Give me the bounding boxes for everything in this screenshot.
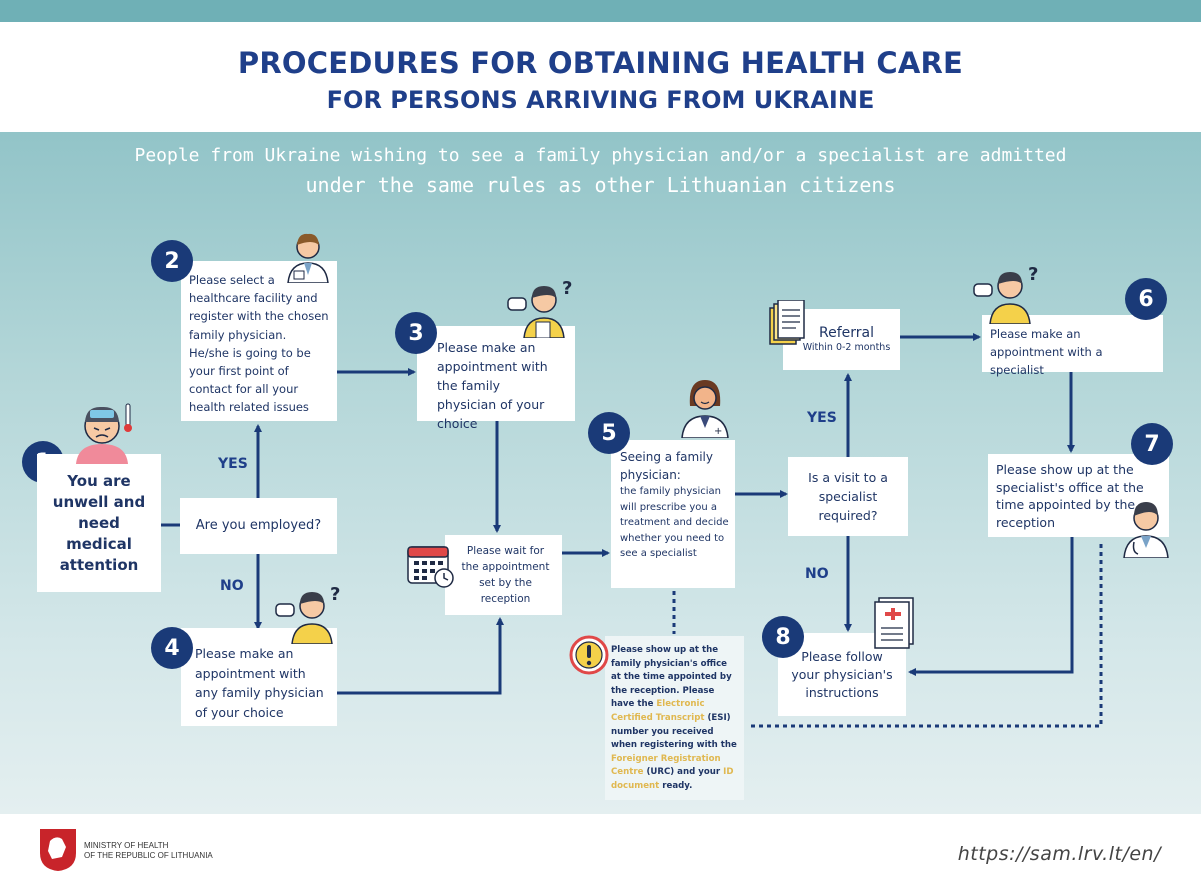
step-2-box: Please select a healthcare facility and …	[181, 261, 337, 421]
note-highlight-id: ID document	[611, 767, 734, 791]
step-2-text: Please select a healthcare facility and …	[189, 273, 329, 415]
page-title: PROCEDURES FOR OBTAINING HEALTH CARE	[237, 46, 964, 80]
step-7-number: 7	[1131, 423, 1173, 465]
note-part-4: ready.	[662, 780, 693, 791]
decision-employed: Are you employed?	[180, 498, 337, 554]
svg-text:?: ?	[330, 584, 340, 605]
step-5-box: Seeing a family physician: the family ph…	[611, 440, 735, 588]
step-1-box: You are unwell and need medical attentio…	[37, 454, 161, 592]
note-part-2: (ESI) number you received when registeri…	[611, 712, 737, 751]
svg-text:+: +	[714, 426, 722, 437]
note-part-3: (URC) and your	[646, 767, 721, 778]
step-5-number: 5	[588, 412, 630, 454]
step-5-title: Seeing a family physician:	[620, 450, 713, 482]
warning-icon	[569, 635, 609, 675]
step-6-box: Please make an appointment with a specia…	[982, 315, 1163, 377]
label-yes-specialist: YES	[807, 410, 837, 426]
svg-text:?: ?	[562, 278, 572, 299]
page-subtitle: FOR PERSONS ARRIVING FROM UKRAINE	[326, 86, 875, 114]
step-6-number: 6	[1125, 278, 1167, 320]
calendar-clock-icon	[407, 546, 454, 588]
wait-text: Please wait for the appointment set by t…	[461, 545, 550, 605]
prescription-icon	[874, 597, 914, 649]
note-part-1: Please show up at the family physician's…	[611, 645, 732, 710]
step-4-text: Please make an appointment with any fami…	[195, 646, 324, 720]
sick-person-icon	[76, 403, 132, 464]
doctor-icon	[287, 233, 329, 283]
step-8-text: Please follow your physician's instructi…	[791, 648, 893, 700]
note-highlight-urc: Foreigner Registration Centre	[611, 753, 721, 778]
intro-line-2: under the same rules as other Lithuanian…	[305, 173, 896, 197]
ministry-line-1: MINISTRY OF HEALTH	[84, 841, 169, 850]
note-box: Please show up at the family physician's…	[605, 636, 744, 800]
decision-specialist: Is a visit to a specialist required?	[788, 457, 908, 536]
svg-text:?: ?	[1028, 264, 1038, 285]
website-link[interactable]: https://sam.lrv.lt/en/	[957, 843, 1161, 865]
male-doctor-icon	[1123, 502, 1169, 558]
label-yes-employed: YES	[218, 456, 248, 472]
label-no-employed: NO	[220, 578, 244, 594]
referral-subtitle: Within 0-2 months	[802, 342, 891, 353]
referral-title: Referral	[819, 325, 874, 341]
thinking-person-icon-2: ?	[275, 584, 340, 644]
step-6-text: Please make an appointment with a specia…	[990, 327, 1103, 377]
step-5-text: the family physician will prescribe you …	[620, 486, 729, 559]
step-2-number: 2	[151, 240, 193, 282]
footer	[0, 814, 1201, 886]
step-1-text: You are unwell and need medical attentio…	[52, 471, 146, 574]
step-4-number: 4	[151, 627, 193, 669]
step-7-text: Please show up at the specialist's offic…	[996, 462, 1144, 530]
header: PROCEDURES FOR OBTAINING HEALTH CARE FOR…	[0, 22, 1201, 132]
step-4-box: Please make an appointment with any fami…	[181, 628, 337, 726]
step-3-box: Please make an appointment with the fami…	[417, 326, 575, 431]
top-bar	[0, 0, 1201, 22]
note-highlight-esi: Electronic Certified Transcript	[611, 699, 705, 723]
wait-box: Please wait for the appointment set by t…	[445, 535, 562, 615]
decision-specialist-text: Is a visit to a specialist required?	[808, 470, 888, 523]
thinking-person-icon: ?	[507, 278, 572, 338]
decision-employed-text: Are you employed?	[195, 518, 322, 533]
label-no-specialist: NO	[805, 566, 829, 582]
step-8-number: 8	[762, 616, 804, 658]
ministry-line-2: OF THE REPUBLIC OF LITHUANIA	[84, 851, 213, 860]
step-3-text: Please make an appointment with the fami…	[437, 340, 548, 431]
coat-of-arms-icon	[40, 829, 76, 871]
intro-line-1: People from Ukraine wishing to see a fam…	[134, 145, 1067, 166]
documents-icon	[769, 300, 805, 345]
female-doctor-icon: +	[681, 380, 729, 438]
step-3-number: 3	[395, 312, 437, 354]
ministry-name: MINISTRY OF HEALTH OF THE REPUBLIC OF LI…	[84, 841, 213, 861]
thinking-person-icon-3: ?	[973, 264, 1038, 324]
